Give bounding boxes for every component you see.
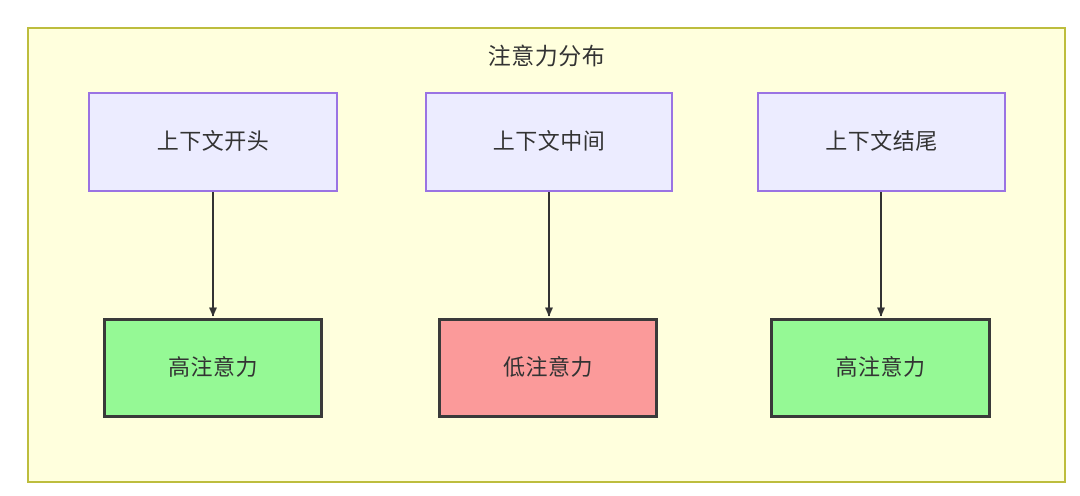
node-context-end[interactable]: 上下文结尾 <box>757 92 1006 192</box>
node-attention-middle[interactable]: 低注意力 <box>438 318 658 418</box>
node-attention-start[interactable]: 高注意力 <box>103 318 323 418</box>
node-context-start[interactable]: 上下文开头 <box>88 92 338 192</box>
node-attention-end[interactable]: 高注意力 <box>770 318 991 418</box>
node-label: 上下文中间 <box>492 128 606 154</box>
node-label: 上下文结尾 <box>825 128 938 154</box>
subgraph-title: 注意力分布 <box>487 43 606 69</box>
node-label: 高注意力 <box>167 354 258 380</box>
node-label: 上下文开头 <box>156 128 270 154</box>
node-label: 高注意力 <box>835 354 926 380</box>
node-context-middle[interactable]: 上下文中间 <box>425 92 673 192</box>
node-label: 低注意力 <box>502 354 593 380</box>
